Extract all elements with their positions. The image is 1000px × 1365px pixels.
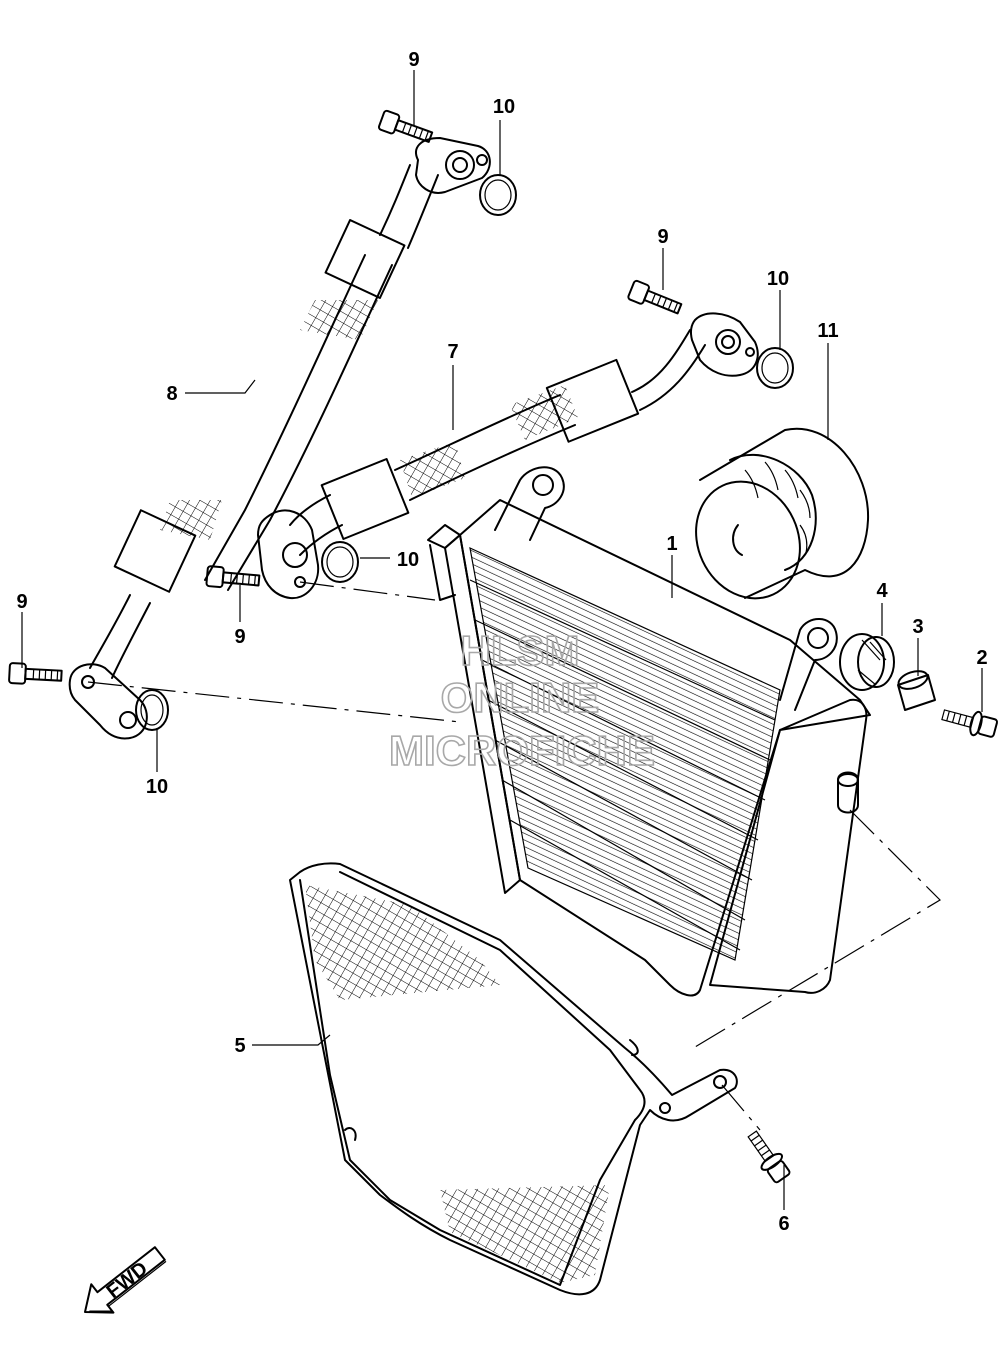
callout-9-top: 9 <box>408 49 419 71</box>
hose-7-left-braid <box>400 442 465 498</box>
callout-10-middle: 10 <box>397 549 419 571</box>
cooler-cover-5 <box>289 862 738 1296</box>
hose-7-left-fitting <box>320 458 410 540</box>
watermark-line-2: ONLINE <box>441 674 600 721</box>
bolt-9-left <box>8 662 63 685</box>
oil-hose-7 <box>257 312 759 600</box>
forward-direction-arrow: FWD <box>84 1246 167 1314</box>
fwd-label: FWD <box>102 1258 151 1303</box>
callout-10-top: 10 <box>493 96 515 118</box>
bolt-6 <box>747 1130 791 1184</box>
callout-11: 11 <box>817 320 838 342</box>
bolt-9-middle <box>205 565 261 589</box>
bolt-9-top <box>378 109 434 143</box>
hose-8-lower-braid <box>160 500 222 540</box>
o-ring-10-left <box>135 689 169 731</box>
hose-8-upper-fitting <box>324 219 406 299</box>
hose-8-lower-flange <box>68 663 148 740</box>
callout-9-right: 9 <box>657 226 668 248</box>
o-ring-10-middle <box>321 541 359 583</box>
callout-6: 6 <box>778 1213 789 1235</box>
callout-10-right: 10 <box>767 268 789 290</box>
o-ring-10-right <box>756 347 794 389</box>
hose-7-left-flange <box>257 509 320 600</box>
bolt-9-right <box>627 279 683 315</box>
assembly-lines <box>87 581 941 1131</box>
hose-8-upper-flange <box>415 137 491 194</box>
cooler-fins <box>469 546 781 961</box>
callout-10-left: 10 <box>146 776 168 798</box>
hose-8-upper-braid <box>300 300 378 340</box>
oil-filter-11 <box>695 427 870 600</box>
grommet-4 <box>839 633 895 691</box>
cover-bottom-mesh <box>440 1185 610 1283</box>
hose-7-right-braid <box>510 385 578 440</box>
callout-numbers: 9 10 9 10 11 7 8 10 9 9 10 1 4 3 2 5 6 <box>16 49 987 1235</box>
callout-7: 7 <box>447 341 458 363</box>
callout-5: 5 <box>234 1035 245 1057</box>
callout-4: 4 <box>876 580 888 602</box>
bolt-2 <box>941 709 999 738</box>
watermark: HLSM ONLINE MICROFICHE <box>388 626 656 775</box>
cover-top-mesh <box>305 885 500 1000</box>
callout-9-left: 9 <box>16 591 27 613</box>
o-ring-10-top <box>479 174 517 216</box>
callout-1: 1 <box>666 533 677 555</box>
oil-cooler-1 <box>427 466 871 997</box>
leader-lines <box>21 70 983 1210</box>
hose-7-right-flange <box>690 312 759 377</box>
watermark-line-3: MICROFICHE <box>389 727 655 774</box>
collar-3 <box>897 670 936 711</box>
watermark-line-1: HLSM <box>461 627 580 674</box>
callout-8: 8 <box>166 383 177 405</box>
oil-hose-8 <box>68 137 491 740</box>
callout-9-middle: 9 <box>234 626 245 648</box>
callout-3: 3 <box>912 616 923 638</box>
callout-2: 2 <box>976 647 987 669</box>
